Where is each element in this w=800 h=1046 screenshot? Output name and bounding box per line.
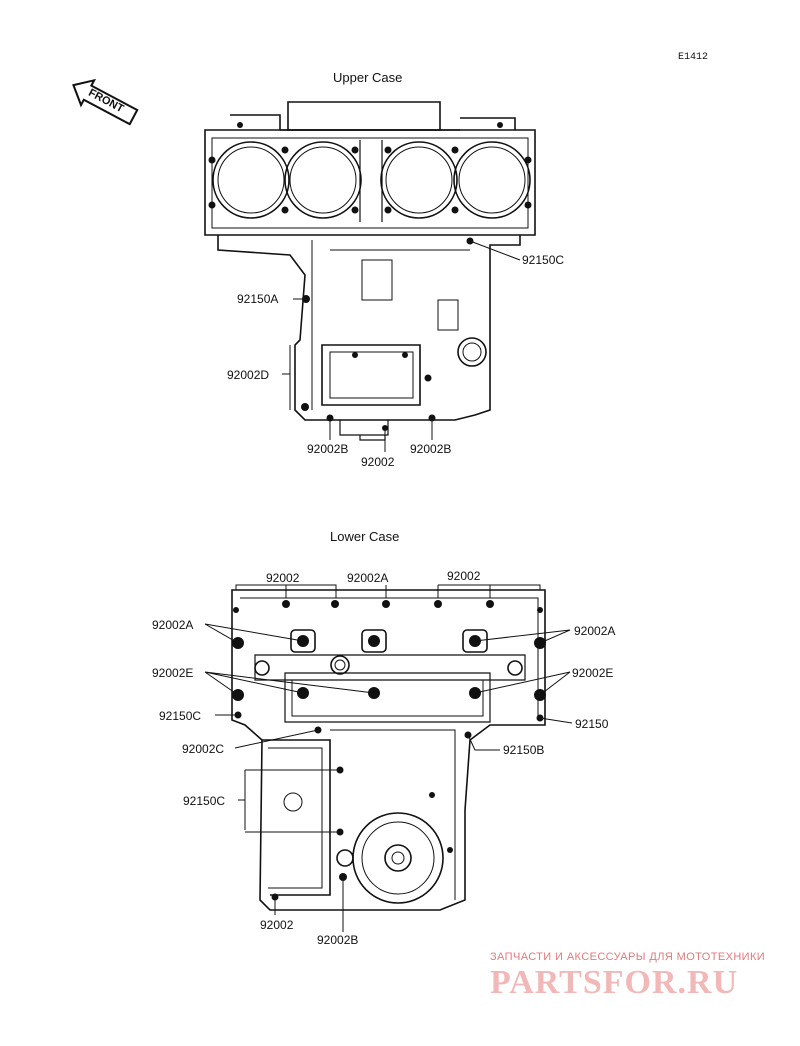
callout-92150: 92150 [575, 717, 609, 731]
callout-92150C-left: 92150C [159, 709, 202, 723]
lower-case-title: Lower Case [330, 529, 400, 544]
callout-92150A: 92150A [237, 292, 279, 306]
callout-92002C: 92002C [182, 742, 225, 756]
callout-92002B-right: 92002B [410, 442, 452, 456]
upper-leader-lines [282, 240, 521, 452]
callout-92002-top-right: 92002 [447, 569, 481, 583]
upper-bolts [208, 122, 532, 431]
callout-92002E-right: 92002E [572, 666, 614, 680]
callout-92002D: 92002D [227, 368, 270, 382]
callout-92002-bottom: 92002 [260, 918, 294, 932]
callout-92002B-bottom: 92002B [317, 933, 359, 947]
callout-92150B: 92150B [503, 743, 545, 757]
callout-92002A-top: 92002A [347, 571, 389, 585]
diagram-code: E1412 [678, 52, 709, 63]
callout-92150C: 92150C [522, 253, 565, 267]
upper-case-title: Upper Case [333, 70, 403, 85]
callout-92002: 92002 [361, 455, 395, 469]
callout-92002A-left: 92002A [152, 618, 194, 632]
callout-92002-top-left: 92002 [266, 571, 300, 585]
callout-92002E-left: 92002E [152, 666, 194, 680]
callout-92002A-right: 92002A [574, 624, 616, 638]
lower-case-outline [231, 589, 546, 911]
callout-92002B-left: 92002B [307, 442, 349, 456]
lower-leader-lines [204, 584, 573, 932]
watermark-tagline: ЗАПЧАСТИ И АКСЕССУАРЫ ДЛЯ МОТОТЕХНИКИ [490, 951, 766, 963]
callout-92150C-lower: 92150C [183, 794, 226, 808]
watermark-logo: PARTSFOR.RU [490, 964, 739, 1001]
upper-case-outline [204, 101, 536, 441]
